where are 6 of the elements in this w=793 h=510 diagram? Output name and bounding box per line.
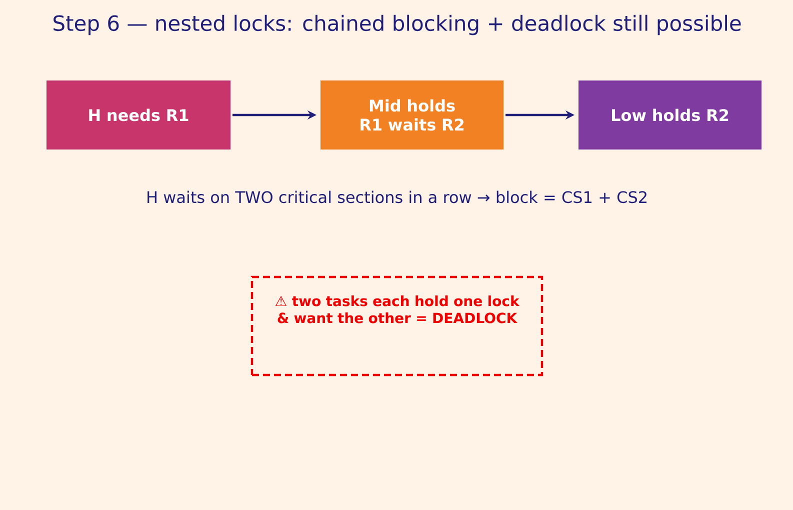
- process-box: H needs R1: [46, 80, 230, 150]
- title: Step 6 — nested locks: chained blocking + deadlock still possible: [54, 14, 741, 36]
- process-box: Low holds R2: [578, 80, 762, 150]
- note: H waits on TWO critical sections in a row → block = CS1 + CS2: [148, 190, 646, 204]
- warning-box: ⚠ two tasks each hold one lock & want the other = DEADLOCK: [250, 276, 544, 376]
- process-box: Mid holds R1 waits R2: [320, 80, 504, 150]
